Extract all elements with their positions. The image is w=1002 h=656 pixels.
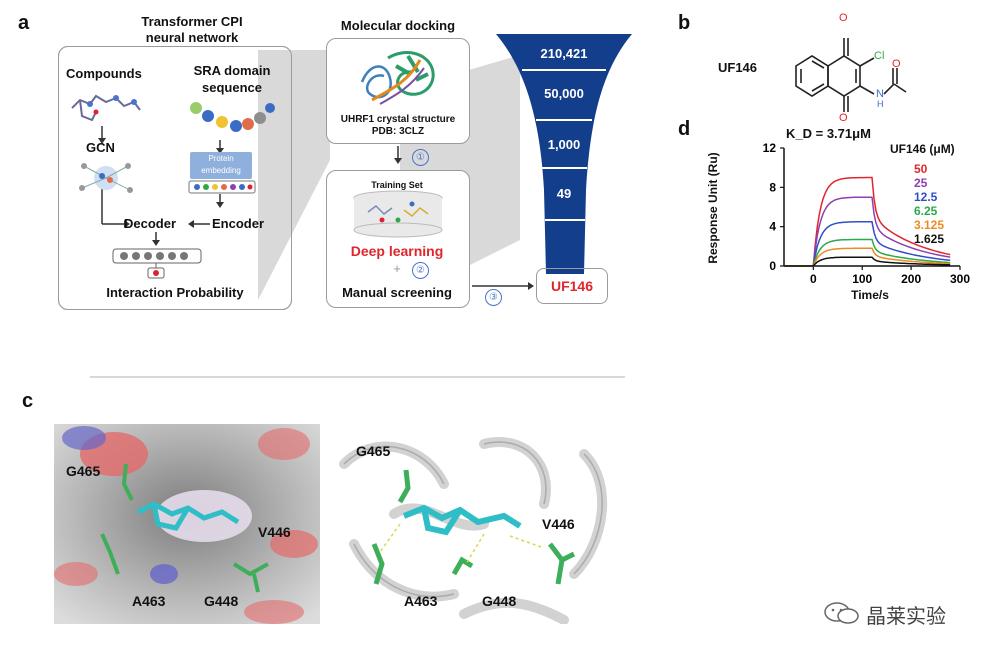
x-tick-label: 100 [852, 272, 872, 286]
uhrf1-structure-image [360, 51, 435, 105]
transformer-cpi-title: Transformer CPI neural network [141, 14, 243, 45]
gcn-graph-icon [79, 163, 133, 193]
funnel-count-1: 210,421 [540, 46, 588, 61]
funnel-count-2: 50,000 [544, 86, 584, 101]
compound-molecule-icon [71, 94, 141, 122]
cartoon-label-g448: G448 [482, 593, 517, 609]
transformer-cpi-box-border [58, 46, 292, 310]
spr-sensorgram: 0 4 8 12 0 100 200 300 [763, 141, 971, 286]
projection-left [258, 50, 330, 300]
sra-domain-label: SRA domain sequence [193, 63, 271, 95]
legend-item: 3.125 [914, 218, 945, 232]
atom-cl: Cl [874, 50, 885, 62]
cartoon-label-a463: A463 [404, 593, 438, 609]
docking-box [326, 38, 470, 144]
atom-h: H [877, 99, 884, 109]
surface-label-g465: G465 [66, 463, 101, 479]
step-2-marker: ② [412, 262, 429, 279]
interaction-probability-label: Interaction Probability [106, 285, 244, 300]
cartoon-view-image [334, 424, 626, 624]
arrow-docking-down [394, 146, 402, 164]
y-tick-label: 4 [769, 220, 776, 234]
compounds-label: Compounds [66, 66, 142, 81]
molecular-docking-title: Molecular docking [340, 18, 456, 33]
sra-sequence-beads [190, 102, 275, 132]
training-set-label: Training Set [371, 180, 423, 190]
deep-learning-label: Deep learning [350, 243, 444, 259]
x-tick-label: 200 [901, 272, 921, 286]
y-tick-label: 12 [763, 141, 777, 155]
surface-label-v446: V446 [258, 524, 291, 540]
atom-n: N [876, 88, 884, 100]
panel-letter-a: a [18, 12, 30, 34]
panel-letter-b: b [678, 12, 691, 34]
panel-letter-d: d [678, 118, 691, 140]
legend-item: 12.5 [914, 190, 938, 204]
y-tick-label: 0 [769, 259, 776, 273]
surface-view-image [54, 424, 320, 624]
y-axis-label: Response Unit (Ru) [706, 152, 720, 264]
step-3-marker: ③ [485, 289, 502, 306]
legend-title: UF146 (μM) [890, 142, 955, 156]
decoder-label: Decoder [124, 216, 177, 231]
divider [90, 376, 625, 378]
panel-letter-c: c [22, 390, 34, 412]
manual-screening-label: Manual screening [342, 285, 452, 300]
uf146-structure [795, 38, 907, 112]
gcn-label: GCN [86, 140, 115, 155]
legend-item: 1.625 [914, 232, 945, 246]
x-tick-label: 0 [810, 272, 817, 286]
legend-item: 50 [914, 162, 928, 176]
funnel-count-4: 49 [556, 186, 572, 201]
result-compound-box: UF146 [536, 268, 608, 304]
training-set-cylinder [353, 190, 443, 238]
arrow-to-result [472, 282, 534, 290]
cartoon-label-g465: G465 [356, 443, 391, 459]
plus-icon: + [393, 261, 401, 276]
chart-title: K_D = 3.71μM [786, 126, 871, 141]
atom-o-amide: O [892, 58, 901, 70]
funnel-count-3: 1,000 [547, 137, 581, 152]
wechat-icon [824, 602, 859, 624]
atom-o-top: O [839, 12, 848, 24]
y-tick-label: 8 [769, 180, 776, 194]
uhrf1-caption: UHRF1 crystal structure PDB: 3CLZ [340, 114, 456, 137]
protein-embedding-box: Protein embedding [190, 152, 252, 179]
interaction-output-layer [112, 248, 202, 279]
surface-label-a463: A463 [132, 593, 166, 609]
embedding-vector [188, 180, 256, 194]
surface-label-g448: G448 [204, 593, 239, 609]
x-tick-label: 300 [950, 272, 970, 286]
x-axis-label: Time/s [851, 288, 889, 302]
cartoon-label-v446: V446 [542, 516, 575, 532]
watermark-text: 晶莱实验 [866, 606, 946, 628]
encoder-label: Encoder [212, 216, 265, 231]
legend-item: 25 [914, 176, 928, 190]
transformer-arrows [98, 126, 224, 246]
screening-funnel [496, 34, 632, 274]
step-1-marker: ① [412, 149, 429, 166]
series-line-1_625 [784, 256, 951, 267]
compound-name-label: UF146 [718, 60, 758, 75]
atom-o-bottom: O [839, 112, 848, 124]
legend-item: 6.25 [914, 204, 938, 218]
